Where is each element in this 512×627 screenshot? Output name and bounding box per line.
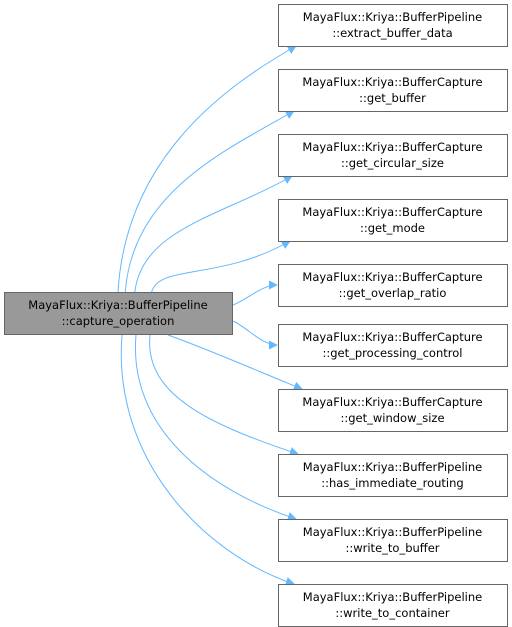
callee-node-name: MayaFlux::Kriya::BufferCapture bbox=[302, 75, 482, 89]
callee-node-box bbox=[278, 389, 508, 432]
callee-node-name: MayaFlux::Kriya::BufferCapture bbox=[302, 205, 482, 219]
call-edge bbox=[120, 334, 295, 586]
call-edge bbox=[151, 240, 291, 293]
callee-node[interactable]: MayaFlux::Kriya::BufferPipeline::write_t… bbox=[278, 584, 508, 627]
callee-node-name: MayaFlux::Kriya::BufferPipeline bbox=[303, 460, 482, 474]
callee-node-box bbox=[278, 264, 508, 307]
callee-node[interactable]: MayaFlux::Kriya::BufferPipeline::has_imm… bbox=[278, 454, 508, 497]
callee-node-name: MayaFlux::Kriya::BufferPipeline bbox=[303, 525, 482, 539]
callee-node-box bbox=[278, 324, 508, 367]
callee-node[interactable]: MayaFlux::Kriya::BufferCapture::get_wind… bbox=[278, 389, 508, 432]
root-node-name: MayaFlux::Kriya::BufferPipeline bbox=[28, 298, 207, 312]
callee-node[interactable]: MayaFlux::Kriya::BufferCapture::get_mode bbox=[278, 199, 508, 242]
callee-node-box bbox=[278, 584, 508, 627]
callee-node-name: MayaFlux::Kriya::BufferCapture bbox=[302, 330, 482, 344]
callee-node-name: MayaFlux::Kriya::BufferPipeline bbox=[303, 590, 482, 604]
callee-node-name: MayaFlux::Kriya::BufferCapture bbox=[302, 140, 482, 154]
call-edge bbox=[167, 334, 303, 391]
root-node-method: ::capture_operation bbox=[62, 314, 175, 328]
callee-node[interactable]: MayaFlux::Kriya::BufferCapture::get_over… bbox=[278, 264, 508, 307]
root-node-box bbox=[4, 292, 233, 335]
callee-node-box bbox=[278, 69, 508, 112]
call-edge bbox=[134, 334, 297, 521]
call-edge bbox=[117, 45, 297, 293]
call-edge bbox=[124, 110, 295, 293]
callee-node-method: ::extract_buffer_data bbox=[332, 26, 452, 40]
callee-node-method: ::write_to_buffer bbox=[345, 541, 439, 555]
call-edge bbox=[232, 280, 278, 306]
callee-node[interactable]: MayaFlux::Kriya::BufferCapture::get_circ… bbox=[278, 134, 508, 177]
callee-node-method: ::get_processing_control bbox=[323, 346, 463, 360]
callee-node-method: ::get_mode bbox=[360, 221, 425, 235]
callee-node-box bbox=[278, 199, 508, 242]
call-edges bbox=[117, 45, 303, 586]
callee-node-box bbox=[278, 454, 508, 497]
root-node[interactable]: MayaFlux::Kriya::BufferPipeline::capture… bbox=[4, 292, 233, 335]
callee-node[interactable]: MayaFlux::Kriya::BufferCapture::get_buff… bbox=[278, 69, 508, 112]
callee-node-method: ::get_circular_size bbox=[341, 156, 444, 170]
callee-node-box bbox=[278, 134, 508, 177]
callee-node-box bbox=[278, 519, 508, 562]
callee-node[interactable]: MayaFlux::Kriya::BufferCapture::get_proc… bbox=[278, 324, 508, 367]
callee-node-box bbox=[278, 4, 508, 47]
function-nodes: MayaFlux::Kriya::BufferPipeline::capture… bbox=[4, 4, 508, 627]
callee-node-method: ::get_buffer bbox=[359, 91, 426, 105]
callee-node-method: ::write_to_container bbox=[335, 606, 449, 620]
call-edge bbox=[149, 334, 299, 456]
callee-node-name: MayaFlux::Kriya::BufferPipeline bbox=[303, 10, 482, 24]
call-edge bbox=[134, 175, 293, 293]
callee-node-method: ::get_overlap_ratio bbox=[339, 286, 447, 300]
callee-node[interactable]: MayaFlux::Kriya::BufferPipeline::write_t… bbox=[278, 519, 508, 562]
callee-node-name: MayaFlux::Kriya::BufferCapture bbox=[302, 395, 482, 409]
callee-node-name: MayaFlux::Kriya::BufferCapture bbox=[302, 270, 482, 284]
callee-node-method: ::has_immediate_routing bbox=[321, 476, 463, 490]
callee-node-method: ::get_window_size bbox=[340, 411, 444, 425]
call-edge bbox=[232, 320, 278, 350]
callee-node[interactable]: MayaFlux::Kriya::BufferPipeline::extract… bbox=[278, 4, 508, 47]
